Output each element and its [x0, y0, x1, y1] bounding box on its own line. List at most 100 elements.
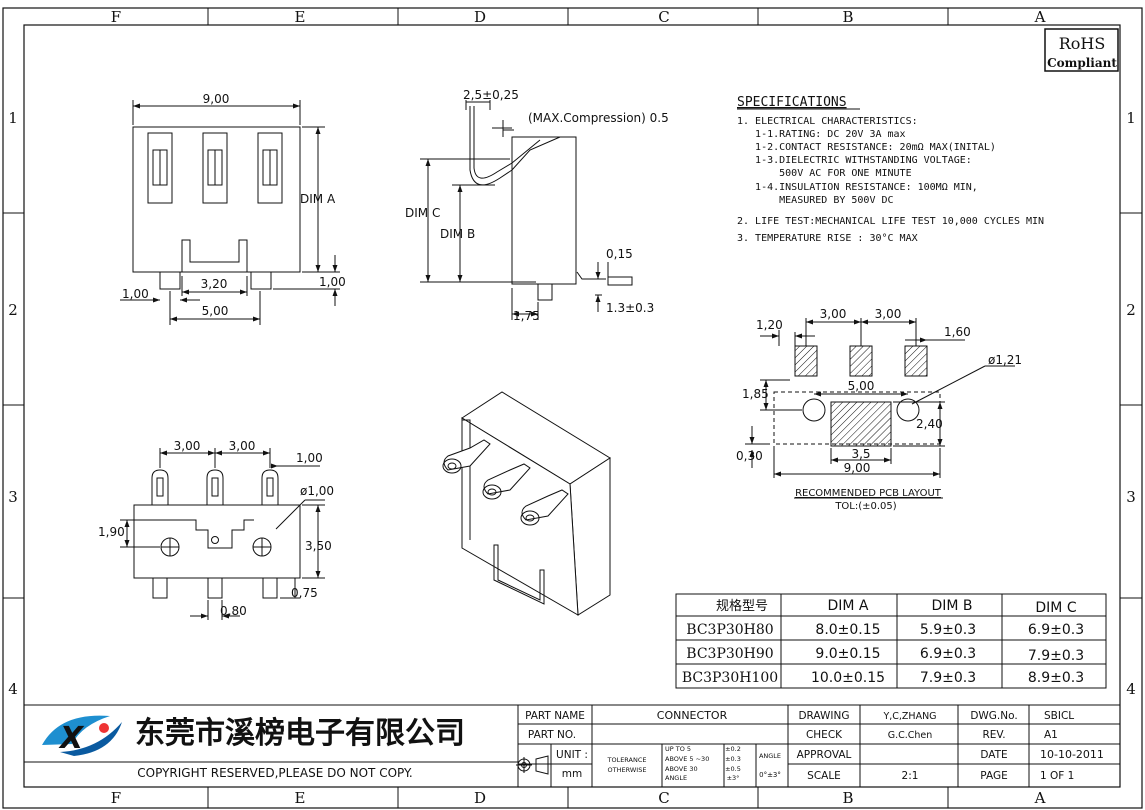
unit-label: UNIT :	[556, 749, 588, 761]
spec-title: SPECIFICATIONS	[737, 95, 847, 110]
col-label-top-4: B	[842, 8, 853, 26]
pcb-pad-2	[849, 345, 873, 377]
row-label-left-3: 4	[8, 680, 18, 698]
front-view-labels: 9,00 DIM A 3,20 1,00 1,00 5,00	[122, 92, 346, 318]
part-name-value: CONNECTOR	[657, 709, 728, 722]
pcb-d5-label: ø1,21	[988, 353, 1022, 367]
front-pitch-label: 5,00	[202, 304, 229, 318]
tol-row-3-value: ±0.5	[725, 765, 741, 773]
col-label-top-1: E	[295, 8, 306, 26]
iso-contact-2	[482, 463, 531, 500]
company-name: 东莞市溪榜电子有限公司	[135, 716, 465, 751]
side-top-dim-label: 2,5±0,25	[463, 88, 519, 102]
pcb-d4-label: 1,60	[944, 325, 971, 339]
logo-x-letter: X	[58, 721, 85, 756]
border-zone-labels: F E D C B A F E D C B A 1 2 3 4 1 2 3 4	[8, 8, 1136, 807]
pcb-d1-label: 1,20	[756, 318, 783, 332]
pcb-d11-label: 9,00	[844, 461, 871, 475]
pcb-center-pad	[830, 401, 892, 447]
spec-line-0: 1. ELECTRICAL CHARACTERISTICS:	[737, 116, 918, 127]
row-label-right-1: 2	[1126, 301, 1136, 319]
pcb-layout-tol: TOL:(±0.05)	[834, 501, 896, 512]
row-label-right-3: 4	[1126, 680, 1136, 698]
bottom-height-left-label: 1,90	[98, 525, 125, 539]
date-label: DATE	[980, 749, 1007, 761]
row-label-right-2: 3	[1126, 488, 1136, 506]
row-label-left-0: 1	[8, 109, 18, 127]
col-label-bottom-4: B	[842, 789, 853, 807]
side-tail-label: 1.3±0.3	[606, 301, 654, 315]
table-row-3-model: BC3P30H100	[682, 670, 778, 686]
side-view	[420, 100, 633, 320]
col-label-bottom-5: A	[1034, 789, 1046, 807]
col-label-bottom-2: D	[474, 789, 486, 807]
bottom-view	[120, 448, 325, 620]
check-value: G.C.Chen	[888, 730, 933, 741]
pcb-d10-label: 0,30	[736, 449, 763, 463]
spec-line-4: 500V AC FOR ONE MINUTE	[737, 168, 912, 179]
front-contact-3	[257, 132, 283, 204]
col-label-top-3: C	[658, 8, 669, 26]
table-header-dim-a: DIM A	[827, 598, 868, 614]
table-row-3-dim-c: 8.9±0.3	[1028, 670, 1084, 686]
front-foot-left-label: 1,00	[122, 287, 149, 301]
front-pin-gap-label: 3,20	[201, 277, 228, 291]
tol-row-2-value: ±0.3	[725, 755, 741, 763]
table-header-model: 规格型号	[716, 598, 768, 614]
side-base-label: 1,75	[513, 309, 540, 323]
tol-row-2-range: ABOVE 5 ~30	[665, 755, 709, 763]
pcb-layout-labels: 1,20 3,00 3,00 1,60 ø1,21 5,00 1,85 2,40…	[736, 307, 1022, 512]
bottom-peg-len-label: 0,75	[291, 586, 318, 600]
scale-label: SCALE	[807, 770, 841, 782]
row-label-left-2: 3	[8, 488, 18, 506]
dimension-table-text: 规格型号 DIM A DIM B DIM C BC3P30H80 8.0±0.1…	[682, 598, 1084, 686]
spec-line-1: 1-1.RATING: DC 20V 3A max	[737, 129, 906, 140]
pcb-layout-title: RECOMMENDED PCB LAYOUT	[795, 488, 942, 499]
tol-row-1-range: UP TO 5	[665, 745, 691, 753]
scale-value: 2:1	[902, 770, 919, 782]
side-dim-c-label: DIM C	[405, 206, 440, 220]
side-view-labels: 2,5±0,25 (MAX.Compression) 0.5 DIM C DIM…	[405, 88, 669, 323]
spec-line-2: 1-2.CONTACT RESISTANCE: 20mΩ MAX(INITAL)	[737, 142, 996, 153]
col-label-bottom-0: F	[111, 789, 121, 807]
company-logo: X	[42, 715, 122, 756]
front-width-label: 9,00	[203, 92, 230, 106]
row-label-left-1: 2	[8, 301, 18, 319]
title-block-text: PART NAME CONNECTOR PART NO. UNIT : mm T…	[516, 709, 1104, 782]
side-flatness-label: 0,15	[606, 247, 633, 261]
pcb-d8-label: 2,40	[916, 417, 943, 431]
bottom-pitch1-label: 3,00	[174, 439, 201, 453]
bottom-pin-3	[261, 469, 279, 505]
bottom-hole-dia-label: ø1,00	[300, 484, 334, 498]
front-foot-right-label: 1,00	[319, 275, 346, 289]
bottom-view-labels: 3,00 3,00 1,00 ø1,00 1,90 3,50 0,75 0,80	[98, 439, 334, 618]
angle-value: 0°±3°	[759, 771, 781, 779]
tol-row-3-range: ABOVE 30	[665, 765, 698, 773]
table-row-2-dim-a: 9.0±0.15	[815, 646, 880, 662]
bottom-pin-2	[206, 469, 224, 505]
table-row-1-dim-b: 5.9±0.3	[920, 622, 976, 638]
col-label-bottom-1: E	[295, 789, 306, 807]
col-label-top-2: D	[474, 8, 486, 26]
rohs-text: RoHS	[1059, 34, 1106, 53]
side-dim-b-label: DIM B	[440, 227, 475, 241]
tol-row-4-range: ANGLE	[665, 774, 687, 782]
pcb-d6-label: 5,00	[848, 379, 875, 393]
page-label: PAGE	[980, 770, 1007, 782]
part-name-label: PART NAME	[525, 710, 585, 722]
bottom-pin-1	[151, 469, 169, 505]
side-compression-label: (MAX.Compression) 0.5	[528, 111, 669, 125]
part-no-label: PART NO.	[528, 729, 576, 741]
rev-value: A1	[1044, 729, 1058, 741]
otherwise-label: OTHERWISE	[608, 766, 647, 774]
row-label-right-0: 1	[1126, 109, 1136, 127]
angle-label: ANGLE	[759, 752, 781, 760]
check-label: CHECK	[806, 729, 843, 741]
date-value: 10-10-2011	[1040, 748, 1104, 761]
pcb-d3-label: 3,00	[875, 307, 902, 321]
rev-label: REV.	[982, 729, 1005, 741]
page-value: 1 OF 1	[1040, 770, 1074, 782]
spec-line-8: 3. TEMPERATURE RISE : 30°C MAX	[737, 233, 918, 244]
dimension-table	[675, 593, 1107, 689]
